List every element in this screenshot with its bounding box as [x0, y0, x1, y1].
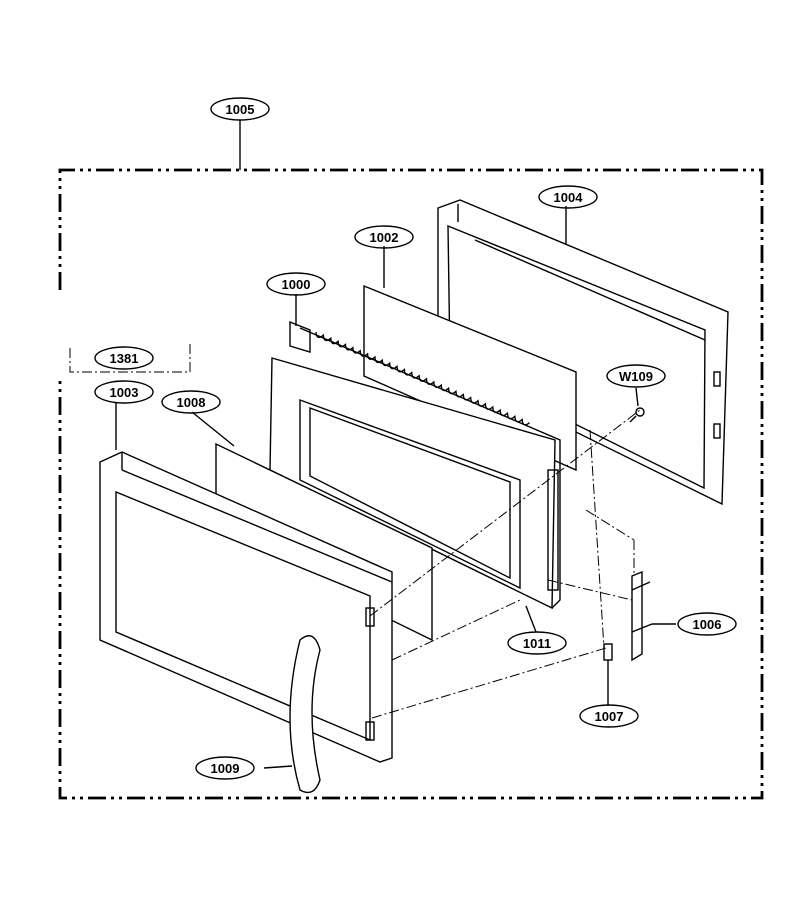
svg-text:1004: 1004 [554, 190, 584, 205]
svg-text:1003: 1003 [110, 385, 139, 400]
svg-text:1000: 1000 [282, 277, 311, 292]
svg-text:1005: 1005 [226, 102, 255, 117]
label-1003: 1003 [94, 380, 154, 404]
label-1005: 1005 [210, 97, 270, 121]
svg-text:1006: 1006 [693, 617, 722, 632]
svg-text:1002: 1002 [370, 230, 399, 245]
alignment-lines [369, 409, 641, 719]
label-1006: 1006 [677, 612, 737, 636]
label-1007: 1007 [579, 704, 639, 728]
label-1002: 1002 [354, 225, 414, 249]
svg-text:W109: W109 [619, 369, 653, 384]
assembly-boundary [58, 120, 764, 800]
door-handle-part [289, 635, 321, 794]
label-1011: 1011 [507, 631, 567, 655]
screw-part [629, 407, 645, 423]
latch-part [631, 570, 653, 662]
svg-text:1008: 1008 [177, 395, 206, 410]
bracket-1381 [69, 344, 191, 373]
label-1381: 1381 [94, 346, 154, 370]
label-1004: 1004 [538, 185, 598, 209]
label-1009: 1009 [195, 756, 255, 780]
label-1000: 1000 [266, 272, 326, 296]
svg-text:1011: 1011 [523, 636, 551, 651]
svg-text:1381: 1381 [110, 351, 139, 366]
door-chassis-part [269, 320, 561, 610]
label-w109: W109 [606, 364, 666, 388]
leader-lines [115, 206, 676, 769]
svg-text:1007: 1007 [595, 709, 624, 724]
spring-part [603, 643, 613, 661]
label-1008: 1008 [161, 390, 221, 414]
svg-text:1009: 1009 [211, 761, 240, 776]
